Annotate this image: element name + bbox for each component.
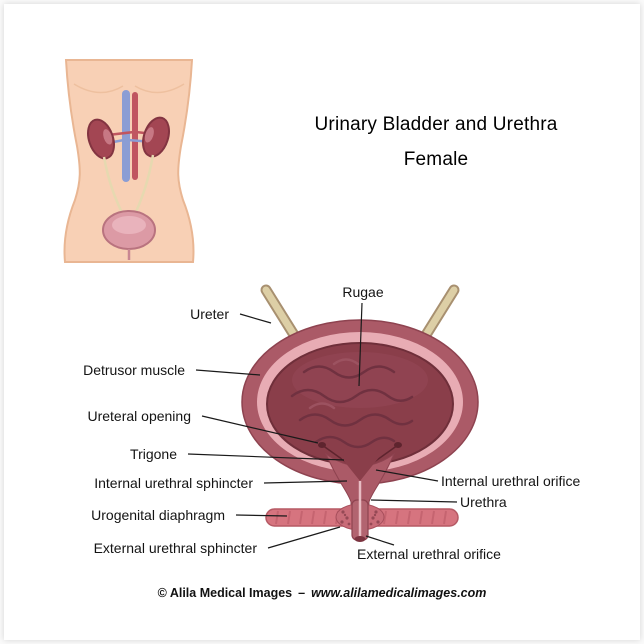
- label-rugae: Rugae: [342, 284, 384, 300]
- rugae-folds: [290, 358, 414, 449]
- label-trigone: Trigone: [130, 446, 177, 462]
- leader-detrusor: [195, 369, 261, 376]
- kidney-right: [142, 116, 170, 158]
- external-orifice-opening: [354, 536, 366, 542]
- leader-urogenital-diaphragm: [235, 514, 288, 517]
- leader-external-orifice: [365, 535, 395, 546]
- chest-contour-left: [73, 83, 124, 94]
- leader-external-sphincter: [267, 526, 341, 549]
- poster: Urinary Bladder and Urethra Female Rugae…: [4, 4, 640, 640]
- label-urethra: Urethra: [460, 494, 507, 510]
- ureteral-opening-right: [394, 442, 402, 448]
- leader-trigone: [187, 453, 345, 461]
- bladder-inset-highlight: [112, 216, 146, 234]
- label-internal-urethral-sphincter: Internal urethral sphincter: [94, 475, 253, 491]
- torso-inset-illustration: [63, 59, 195, 263]
- chest-contour-right: [134, 83, 185, 94]
- leader-rugae: [358, 302, 363, 387]
- cavity-sheen: [292, 352, 428, 408]
- diagram-stage: Urinary Bladder and Urethra Female Rugae…: [4, 4, 640, 640]
- label-external-urethral-sphincter: External urethral sphincter: [93, 540, 257, 556]
- neck-lumen-funnel: [340, 456, 380, 481]
- footer-separator: –: [298, 586, 306, 600]
- vena-cava-vessel: [122, 90, 130, 182]
- label-urogenital-diaphragm: Urogenital diaphragm: [91, 507, 225, 523]
- bladder-cross-section: [241, 284, 479, 542]
- page-title-line2: Female: [403, 149, 469, 170]
- footer-credit: © Alila Medical Images–www.alilamedicali…: [158, 586, 487, 600]
- label-external-urethral-orifice: External urethral orifice: [357, 546, 501, 562]
- kidney-left: [87, 118, 115, 160]
- leader-lines: [187, 302, 458, 549]
- leader-ureteral-opening: [201, 415, 319, 444]
- leader-ureter: [239, 313, 272, 324]
- aorta-vessel: [132, 92, 138, 180]
- label-ureter: Ureter: [190, 306, 229, 322]
- anatomy-illustration: [63, 59, 479, 549]
- label-ureteral-opening: Ureteral opening: [87, 408, 191, 424]
- leader-urethra: [370, 499, 458, 503]
- page-title-line1: Urinary Bladder and Urethra: [314, 114, 558, 135]
- label-internal-urethral-orifice: Internal urethral orifice: [441, 473, 581, 489]
- footer-copyright: © Alila Medical Images: [157, 586, 293, 600]
- label-detrusor-muscle: Detrusor muscle: [83, 362, 185, 378]
- leader-internal-sphincter: [263, 480, 348, 484]
- ureteral-opening-left: [318, 442, 326, 448]
- urethra-tube: [351, 481, 369, 542]
- leader-internal-orifice: [375, 469, 439, 482]
- footer-url: www.alilamedicalimages.com: [311, 586, 487, 600]
